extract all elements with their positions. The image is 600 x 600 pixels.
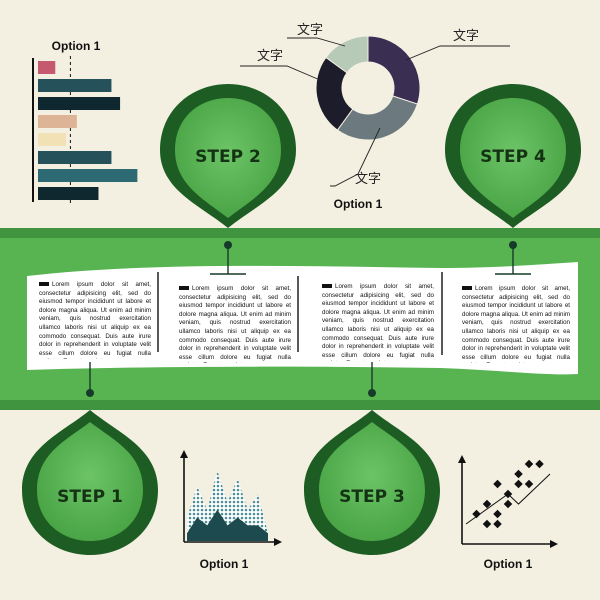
area-series-1: [187, 470, 268, 541]
step-2-label: STEP 2: [195, 147, 261, 167]
bar-chart: Option 1: [32, 39, 138, 204]
band-top-shadow: [0, 228, 600, 238]
donut-label-right: 文字: [453, 29, 479, 44]
step-3-inner: [319, 422, 425, 541]
bar-8: [38, 187, 99, 200]
scatter-point-11: [524, 479, 534, 489]
step-4-label: STEP 4: [480, 147, 546, 167]
donut-slice-4: [325, 35, 369, 74]
leader-line-left: [240, 65, 321, 81]
area-chart-caption: Option 1: [200, 557, 249, 571]
panel-2-text: Lorem ipsum dolor sit amet, consectetur …: [179, 285, 291, 363]
step-4-dot: [509, 241, 517, 249]
text-panel-bg: [27, 262, 578, 375]
donut-label-top: 文字: [297, 23, 323, 38]
panel-1-text: Lorem ipsum dolor sit amet, consectetur …: [39, 281, 151, 359]
area-chart: Option 1: [180, 450, 282, 571]
panel-dividers: [157, 272, 443, 355]
bar-5: [38, 133, 67, 146]
scatter-point-1: [472, 509, 481, 519]
step-3-node[interactable]: STEP 3: [304, 362, 440, 555]
scatter-chart-y-arrow: [458, 455, 466, 463]
step-4-node[interactable]: STEP 4: [445, 84, 581, 275]
donut-slices: [315, 35, 421, 141]
scatter-chart-caption: Option 1: [484, 557, 533, 571]
leader-line-top: [287, 37, 346, 47]
panel-3-text: Lorem ipsum dolor sit amet, consectetur …: [322, 283, 434, 361]
scatter-chart: Option 1: [458, 455, 558, 571]
bar-2: [38, 79, 112, 92]
step-2-node[interactable]: STEP 2: [0, 84, 600, 275]
scatter-point-2: [482, 499, 492, 509]
scatter-point-9: [514, 479, 523, 489]
bar-marks: [38, 61, 138, 200]
step-1-node[interactable]: STEP 1: [22, 362, 158, 555]
scatter-chart-x-arrow: [550, 540, 558, 548]
step-1-label: STEP 1: [57, 487, 123, 507]
donut-chart-caption: Option 1: [334, 197, 383, 211]
leader-line-right: [405, 45, 510, 61]
bar-4: [38, 115, 77, 128]
text-panel-3: Lorem ipsum dolor sit amet, consectetur …: [322, 283, 434, 361]
step-1-inner: [37, 422, 143, 541]
bar-3: [38, 97, 121, 110]
area-marks: [187, 470, 268, 541]
bar-6: [38, 151, 112, 164]
scatter-point-7: [503, 499, 513, 509]
bullet-icon: [462, 286, 472, 291]
donut-label-left: 文字: [257, 49, 283, 64]
step-2-dot: [224, 241, 232, 249]
scatter-point-12: [535, 459, 544, 469]
donut-chart: 文字 文字 文字 文字 Option 1: [240, 23, 510, 211]
step-3-dot: [368, 389, 376, 397]
scatter-point-4: [493, 509, 502, 519]
step-3-label: STEP 3: [339, 487, 405, 507]
donut-slice-2: [336, 95, 419, 141]
scatter-point-3: [482, 519, 492, 529]
donut-label-bottom: 文字: [355, 172, 381, 187]
scatter-point-10: [524, 459, 534, 469]
donut-slice-1: [367, 35, 421, 105]
scatter-trend-line: [465, 473, 551, 525]
area-chart-x-arrow: [274, 538, 282, 546]
step-4-inner: [460, 98, 566, 218]
text-panel-4: Lorem ipsum dolor sit amet, consectetur …: [462, 285, 570, 363]
text-panel-2: Lorem ipsum dolor sit amet, consectetur …: [179, 285, 291, 363]
area-series-2: [187, 509, 268, 541]
bar-7: [38, 169, 138, 182]
scatter-point-6: [503, 489, 513, 499]
leader-line-bottom: [330, 127, 381, 187]
text-panel-1: Lorem ipsum dolor sit amet, consectetur …: [39, 281, 151, 359]
step-2-inner: [175, 98, 281, 218]
area-chart-y-arrow: [180, 450, 188, 458]
bullet-icon: [179, 286, 189, 291]
bullet-icon: [322, 284, 332, 289]
band-bottom-shadow: [0, 400, 600, 410]
scatter-marks: [465, 459, 551, 529]
bullet-icon: [39, 282, 49, 287]
panel-4-text: Lorem ipsum dolor sit amet, consectetur …: [462, 285, 570, 363]
scatter-point-13: [493, 519, 502, 529]
step-1-dot: [86, 389, 94, 397]
bar-1: [38, 61, 56, 74]
scatter-point-8: [514, 469, 523, 479]
scatter-point-5: [493, 479, 502, 489]
donut-leader-lines: [240, 37, 510, 187]
bar-chart-caption: Option 1: [52, 39, 101, 53]
